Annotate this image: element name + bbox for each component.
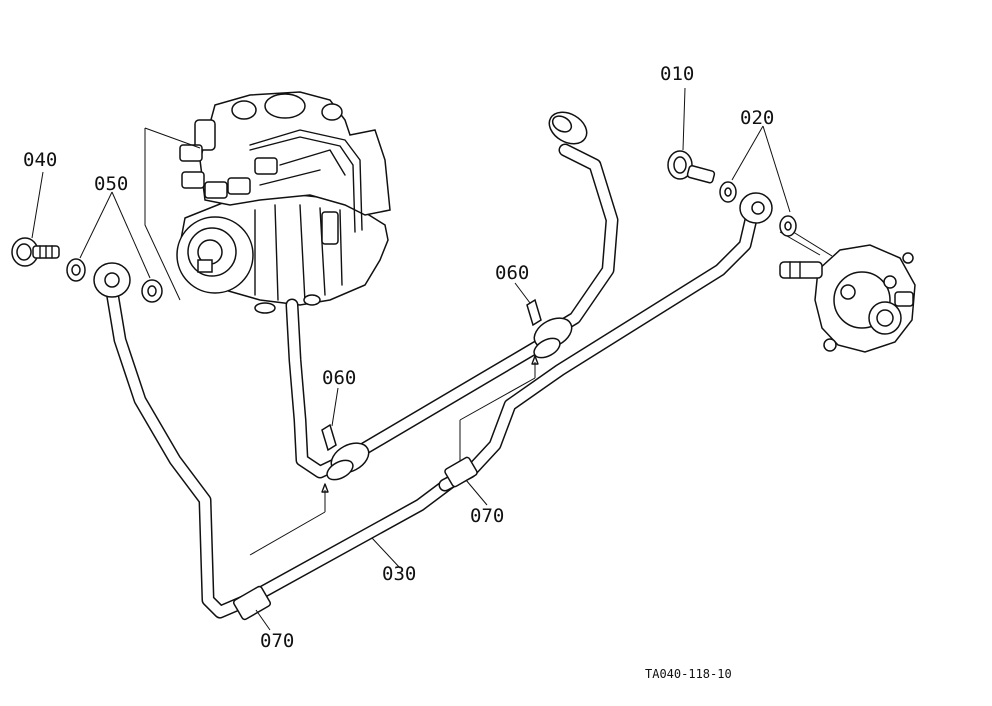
clamp-060-upper xyxy=(526,298,573,359)
label-070-left: 070 xyxy=(260,630,294,652)
guide-lines xyxy=(249,231,821,556)
label-050: 050 xyxy=(94,173,128,195)
label-070-right: 070 xyxy=(470,505,504,527)
clamp-060-lower xyxy=(321,423,370,481)
banjo-bolt-040 xyxy=(11,237,60,267)
banjo-fitting-left xyxy=(93,262,131,298)
figure-reference: TA040-118-10 xyxy=(645,667,732,681)
label-060-lower: 060 xyxy=(322,367,356,389)
label-060-upper: 060 xyxy=(495,262,529,284)
banjo-fitting-right xyxy=(739,192,773,224)
label-010: 010 xyxy=(660,63,694,85)
injection-pump xyxy=(144,91,391,314)
banjo-bolt-010 xyxy=(667,150,716,184)
label-020: 020 xyxy=(740,107,774,129)
feed-pump xyxy=(779,229,916,353)
fuel-pipes xyxy=(105,111,759,619)
label-030: 030 xyxy=(382,563,416,585)
label-040: 040 xyxy=(23,149,57,171)
leader-lines xyxy=(31,87,791,631)
